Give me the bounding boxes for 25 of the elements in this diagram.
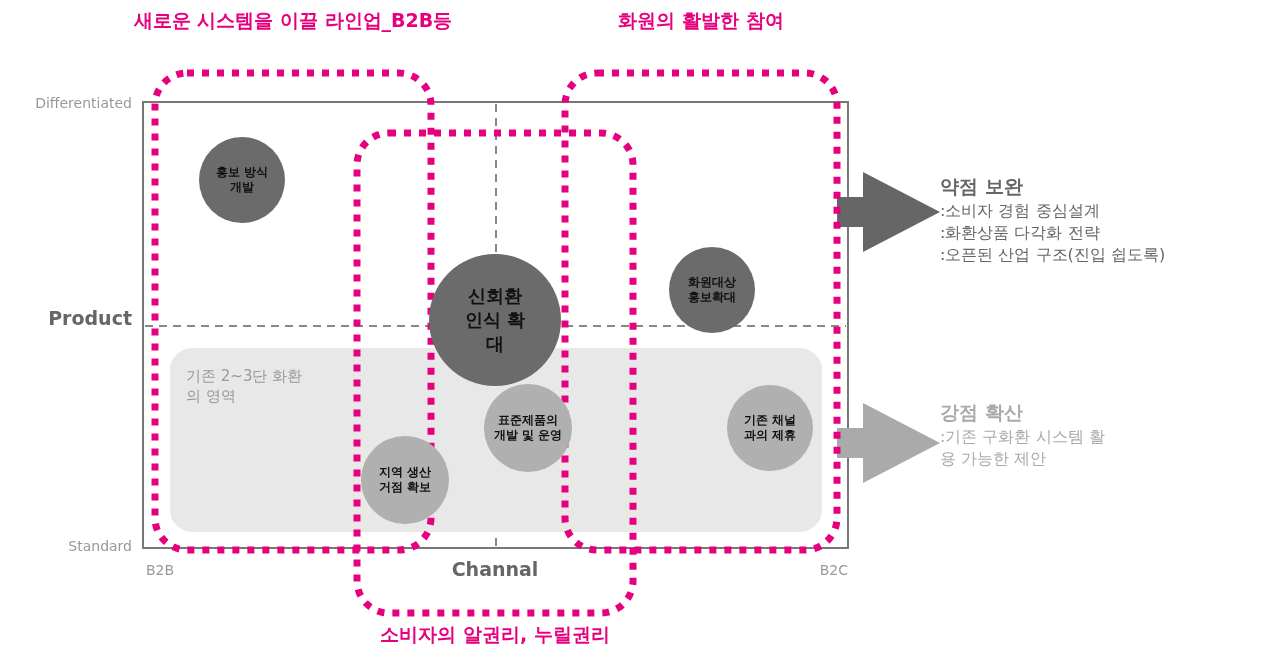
area-label: 기존 2~3단 화환의 영역 xyxy=(186,366,304,406)
bullet-text: :기존 구화환 시스템 활용 가능한 제안 xyxy=(940,426,1106,470)
bubble xyxy=(429,254,561,386)
bubble-label: 지역 생산 거점 확보 xyxy=(377,465,433,495)
bubble-label: 표준제품의 개발 및 운영 xyxy=(492,413,564,443)
bullet-text: :소비자 경험 중심설계 xyxy=(940,200,1100,222)
axis-label: Standard xyxy=(68,538,132,554)
bubble-label: 홍보 방식 개발 xyxy=(214,165,270,195)
bullet-text: :오픈된 산업 구조(진입 쉽도록) xyxy=(940,244,1166,266)
block-arrow xyxy=(837,172,940,252)
region-title: 화원의 활발한 참여 xyxy=(617,8,785,32)
region-title: 소비자의 알권리, 누릴권리 xyxy=(379,622,611,646)
bubble-label: 기존 채널과의 제휴 xyxy=(742,413,798,443)
axis-title: Channal xyxy=(451,558,539,580)
heading: 강점 확산 xyxy=(940,400,1023,425)
bubble-label: 신회환 인식 확대 xyxy=(463,284,527,356)
axis-label: B2B xyxy=(146,562,175,578)
bullet-text: :화환상품 다각화 전략 xyxy=(940,222,1100,244)
region-title: 새로운 시스템을 이끌 라인업_B2B등 xyxy=(132,8,454,32)
axis-label: B2C xyxy=(819,562,848,578)
axis-title: Product xyxy=(48,307,132,329)
axis-label: Differentiated xyxy=(35,95,132,111)
heading: 약점 보완 xyxy=(940,174,1023,199)
bubble-label: 화원대상 홍보확대 xyxy=(687,275,737,305)
block-arrow xyxy=(837,403,940,483)
